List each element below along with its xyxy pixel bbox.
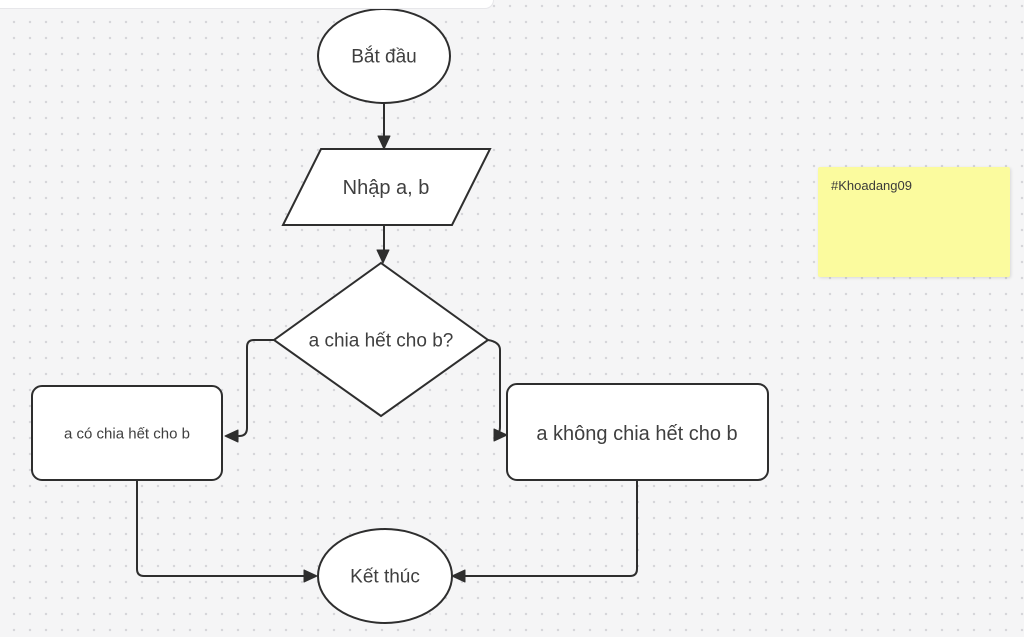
edge-input-decision[interactable] (376, 224, 390, 264)
start-ellipse (317, 8, 451, 104)
connector-line (136, 479, 306, 577)
node-result-yes[interactable]: a có chia hết cho b (31, 385, 223, 481)
node-end[interactable]: Kết thúc (317, 528, 453, 624)
edge-decision-yes[interactable] (224, 339, 275, 443)
arrowhead-icon (303, 569, 318, 583)
input-parallelogram (281, 148, 492, 226)
arrowhead-icon (493, 428, 508, 442)
no-rect (506, 383, 769, 481)
node-result-no[interactable]: a không chia hết cho b (506, 383, 769, 481)
node-decision[interactable]: a chia hết cho b? (272, 261, 490, 418)
arrowhead-icon (451, 569, 466, 583)
sticky-note[interactable]: #Khoadang09 (818, 167, 1010, 277)
decision-diamond (272, 261, 490, 418)
arrowhead-icon (377, 135, 391, 150)
arrowhead-icon (376, 249, 390, 264)
end-ellipse (317, 528, 453, 624)
edge-no-end[interactable] (451, 479, 638, 583)
node-input[interactable]: Nhập a, b (281, 148, 492, 226)
sticky-note-text: #Khoadang09 (831, 178, 912, 193)
node-input-label: Nhập a, b (343, 177, 430, 199)
edge-decision-no[interactable] (487, 339, 508, 442)
arrowhead-icon (224, 429, 239, 443)
edge-yes-end[interactable] (136, 479, 318, 583)
node-result-no-label: a không chia hết cho b (536, 423, 737, 445)
yes-rect (31, 385, 223, 481)
node-start-label: Bắt đầu (351, 46, 417, 68)
node-start[interactable]: Bắt đầu (317, 8, 451, 104)
node-result-yes-label: a có chia hết cho b (64, 426, 190, 443)
connector-line (463, 479, 638, 577)
edge-start-input[interactable] (377, 102, 391, 150)
node-decision-label: a chia hết cho b? (309, 331, 454, 352)
node-end-label: Kết thúc (350, 567, 420, 588)
connector-line (238, 339, 275, 437)
connector-line (487, 339, 501, 436)
panel-edge-top (0, 0, 494, 9)
